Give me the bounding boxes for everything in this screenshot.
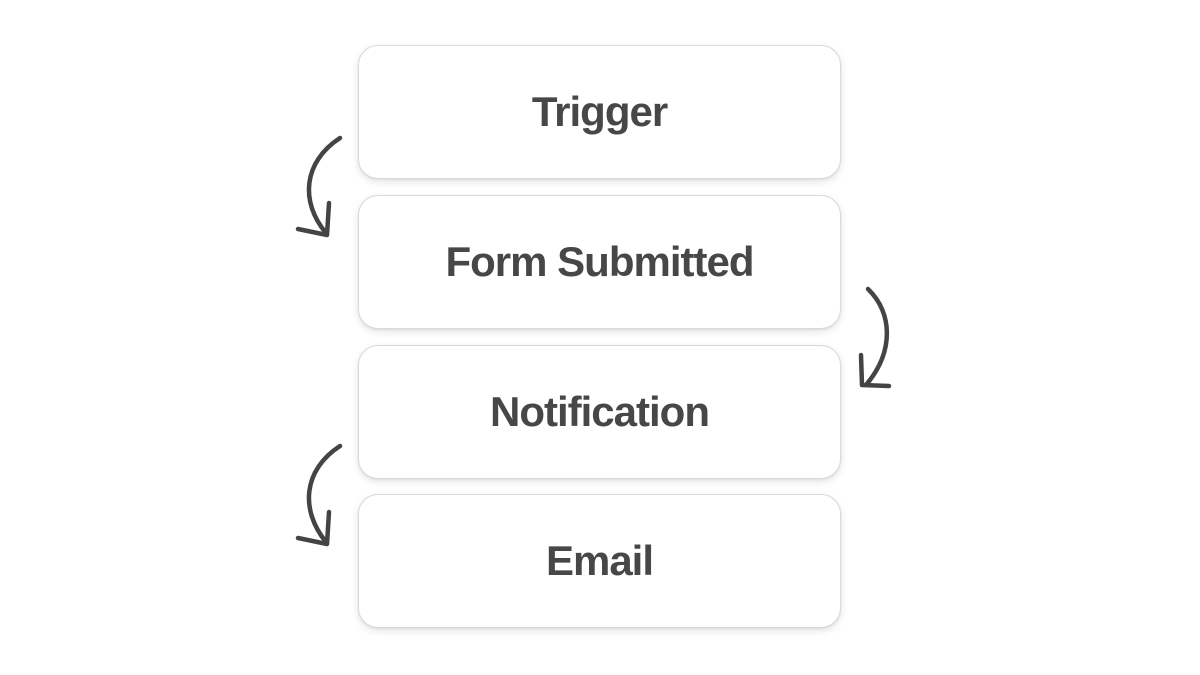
step-label: Notification [490, 388, 710, 435]
step-card-email: Email [358, 494, 841, 628]
step-card-notification: Notification [358, 345, 841, 479]
step-label: Trigger [531, 88, 668, 135]
step-label: Form Submitted [445, 238, 755, 285]
step-card-form-submitted: Form Submitted [358, 195, 841, 329]
step-label: Email [545, 537, 654, 584]
step-card-trigger: Trigger [358, 45, 841, 179]
